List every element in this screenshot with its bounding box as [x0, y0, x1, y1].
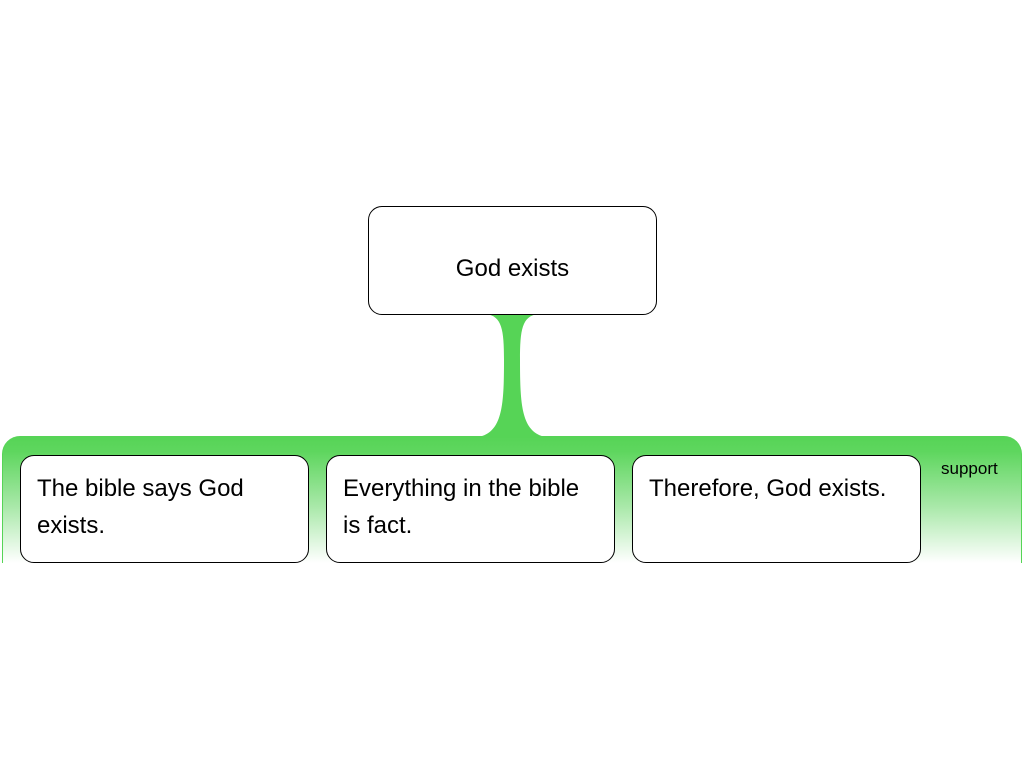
premise-box[interactable]: Everything in the bible is fact. [326, 455, 615, 563]
claim-text: God exists [455, 254, 570, 282]
premise-text: The bible says God exists. [37, 475, 244, 539]
claim-box[interactable]: God exists [368, 206, 657, 315]
premise-box[interactable]: Therefore, God exists. [632, 455, 921, 563]
support-label: support [941, 459, 998, 478]
premise-box[interactable]: The bible says God exists. [20, 455, 309, 563]
premise-text: Therefore, God exists. [649, 475, 887, 502]
premise-text: Everything in the bible is fact. [343, 475, 580, 539]
